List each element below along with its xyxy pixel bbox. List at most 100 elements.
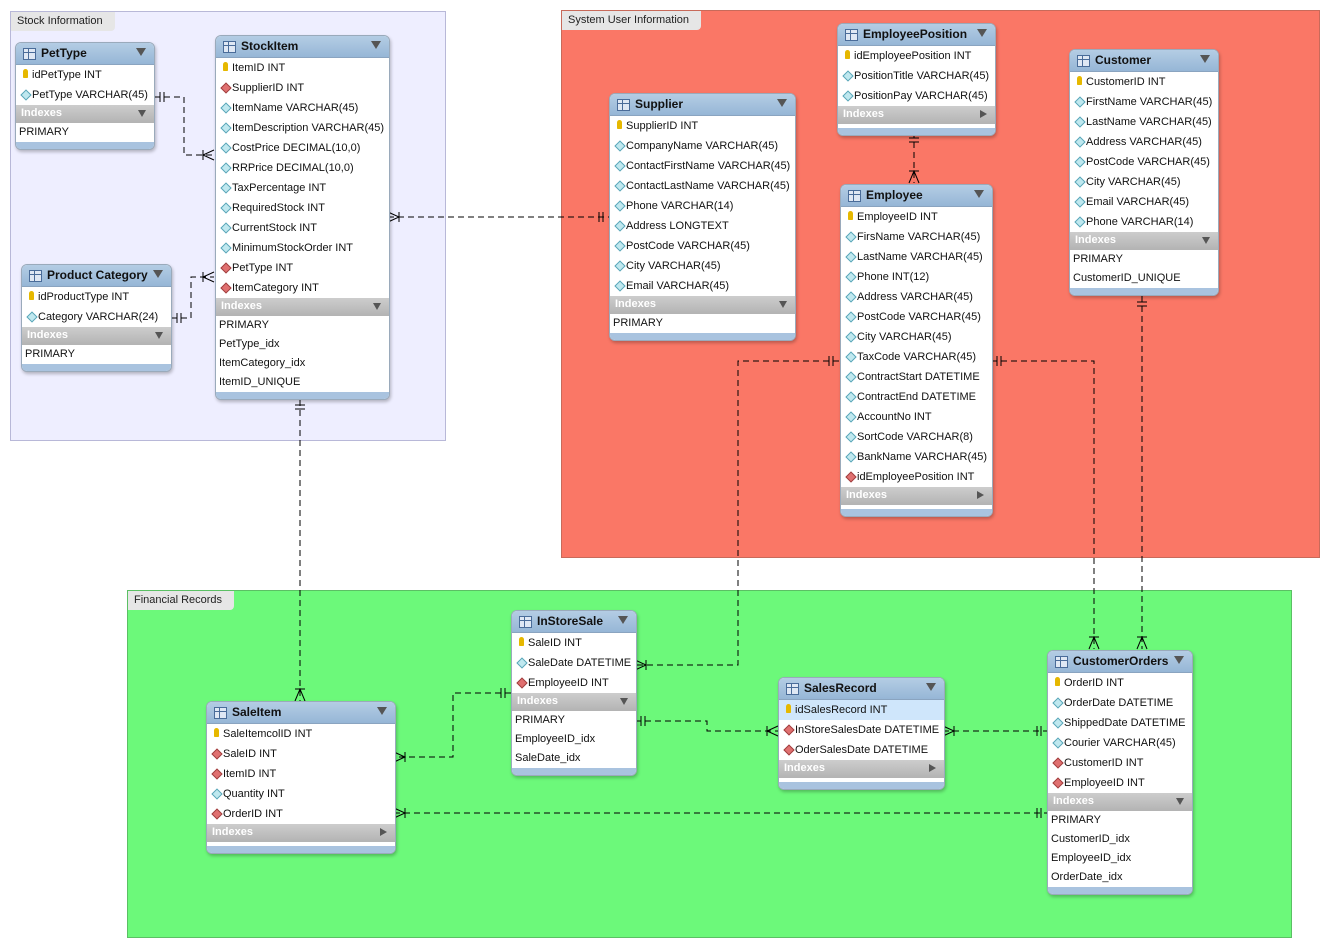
column-row[interactable]: SaleItemcolID INT — [207, 724, 395, 744]
collapse-arrow-icon[interactable] — [777, 99, 787, 107]
indexes-header[interactable]: Indexes — [610, 296, 795, 314]
column-row[interactable]: Email VARCHAR(45) — [1070, 192, 1218, 212]
indexes-header[interactable]: Indexes — [207, 824, 395, 842]
rel-employee-customerorders[interactable] — [991, 356, 1100, 650]
index-row[interactable]: EmployeeID_idx — [512, 730, 636, 749]
column-row[interactable]: SupplierID INT — [216, 78, 389, 98]
chevron-right-icon[interactable] — [380, 828, 387, 836]
column-row[interactable]: SortCode VARCHAR(8) — [841, 427, 992, 447]
chevron-down-icon[interactable] — [1202, 237, 1210, 244]
column-row[interactable]: Email VARCHAR(45) — [610, 276, 795, 296]
index-row[interactable]: PRIMARY — [1048, 811, 1192, 830]
column-row[interactable]: SaleID INT — [207, 744, 395, 764]
column-row[interactable]: RRPrice DECIMAL(10,0) — [216, 158, 389, 178]
column-row[interactable]: idProductType INT — [22, 287, 171, 307]
column-row[interactable]: idSalesRecord INT — [779, 700, 944, 720]
column-row[interactable]: PostCode VARCHAR(45) — [841, 307, 992, 327]
column-row[interactable]: Category VARCHAR(24) — [22, 307, 171, 327]
column-row[interactable]: SaleDate DATETIME — [512, 653, 636, 673]
collapse-arrow-icon[interactable] — [974, 190, 984, 198]
table-header[interactable]: Employee — [841, 185, 992, 207]
chevron-down-icon[interactable] — [138, 110, 146, 117]
column-row[interactable]: ContractEnd DATETIME — [841, 387, 992, 407]
column-row[interactable]: PostCode VARCHAR(45) — [1070, 152, 1218, 172]
column-row[interactable]: ItemCategory INT — [216, 278, 389, 298]
column-row[interactable]: AccountNo INT — [841, 407, 992, 427]
column-row[interactable]: TaxPercentage INT — [216, 178, 389, 198]
column-row[interactable]: ContractStart DATETIME — [841, 367, 992, 387]
column-row[interactable]: ContactFirstName VARCHAR(45) — [610, 156, 795, 176]
column-row[interactable]: PetType INT — [216, 258, 389, 278]
column-row[interactable]: RequiredStock INT — [216, 198, 389, 218]
index-row[interactable]: OrderDate_idx — [1048, 868, 1192, 887]
rel-productcategory-stockitem[interactable] — [171, 271, 215, 323]
chevron-down-icon[interactable] — [620, 698, 628, 705]
column-row[interactable]: ItemDescription VARCHAR(45) — [216, 118, 389, 138]
column-row[interactable]: TaxCode VARCHAR(45) — [841, 347, 992, 367]
collapse-arrow-icon[interactable] — [136, 48, 146, 56]
column-row[interactable]: MinimumStockOrder INT — [216, 238, 389, 258]
column-row[interactable]: LastName VARCHAR(45) — [841, 247, 992, 267]
table-header[interactable]: Supplier — [610, 94, 795, 116]
index-row[interactable]: CustomerID_idx — [1048, 830, 1192, 849]
column-row[interactable]: ContactLastName VARCHAR(45) — [610, 176, 795, 196]
table-header[interactable]: InStoreSale — [512, 611, 636, 633]
table-header[interactable]: PetType — [16, 43, 154, 65]
column-row[interactable]: PositionPay VARCHAR(45) — [838, 86, 995, 106]
column-row[interactable]: Address LONGTEXT — [610, 216, 795, 236]
column-row[interactable]: PostCode VARCHAR(45) — [610, 236, 795, 256]
chevron-down-icon[interactable] — [1176, 798, 1184, 805]
indexes-header[interactable]: Indexes — [1048, 793, 1192, 811]
column-row[interactable]: InStoreSalesDate DATETIME — [779, 720, 944, 740]
indexes-header[interactable]: Indexes — [1070, 232, 1218, 250]
column-row[interactable]: idPetType INT — [16, 65, 154, 85]
index-row[interactable]: PRIMARY — [22, 345, 171, 364]
indexes-header[interactable]: Indexes — [838, 106, 995, 124]
collapse-arrow-icon[interactable] — [153, 270, 163, 278]
column-row[interactable]: EmployeeID INT — [512, 673, 636, 693]
column-row[interactable]: SaleID INT — [512, 633, 636, 653]
column-row[interactable]: ShippedDate DATETIME — [1048, 713, 1192, 733]
column-row[interactable]: Quantity INT — [207, 784, 395, 804]
column-row[interactable]: OderSalesDate DATETIME — [779, 740, 944, 760]
column-row[interactable]: idEmployeePosition INT — [838, 46, 995, 66]
indexes-header[interactable]: Indexes — [16, 105, 154, 123]
column-row[interactable]: OrderDate DATETIME — [1048, 693, 1192, 713]
rel-customerorders-saleitem[interactable] — [393, 807, 1047, 819]
column-row[interactable]: Address VARCHAR(45) — [841, 287, 992, 307]
index-row[interactable]: ItemCategory_idx — [216, 354, 389, 373]
column-row[interactable]: LastName VARCHAR(45) — [1070, 112, 1218, 132]
index-row[interactable]: PRIMARY — [216, 316, 389, 335]
chevron-right-icon[interactable] — [977, 491, 984, 499]
index-row[interactable]: PetType_idx — [216, 335, 389, 354]
index-row[interactable]: EmployeeID_idx — [1048, 849, 1192, 868]
column-row[interactable]: ItemID INT — [216, 58, 389, 78]
collapse-arrow-icon[interactable] — [977, 29, 987, 37]
collapse-arrow-icon[interactable] — [371, 41, 381, 49]
column-row[interactable]: Address VARCHAR(45) — [1070, 132, 1218, 152]
column-row[interactable]: OrderID INT — [1048, 673, 1192, 693]
rel-instoresale-salesrecord[interactable] — [635, 716, 779, 737]
table-header[interactable]: Product Category — [22, 265, 171, 287]
column-row[interactable]: idEmployeePosition INT — [841, 467, 992, 487]
indexes-header[interactable]: Indexes — [841, 487, 992, 505]
column-row[interactable]: OrderID INT — [207, 804, 395, 824]
index-row[interactable]: PRIMARY — [16, 123, 154, 142]
rel-supplier-stockitem[interactable] — [387, 211, 609, 223]
table-header[interactable]: Customer — [1070, 50, 1218, 72]
indexes-header[interactable]: Indexes — [22, 327, 171, 345]
chevron-right-icon[interactable] — [980, 110, 987, 118]
chevron-down-icon[interactable] — [779, 301, 787, 308]
index-row[interactable]: PRIMARY — [1070, 250, 1218, 269]
column-row[interactable]: City VARCHAR(45) — [841, 327, 992, 347]
column-row[interactable]: Phone VARCHAR(14) — [1070, 212, 1218, 232]
collapse-arrow-icon[interactable] — [926, 683, 936, 691]
table-header[interactable]: StockItem — [216, 36, 389, 58]
